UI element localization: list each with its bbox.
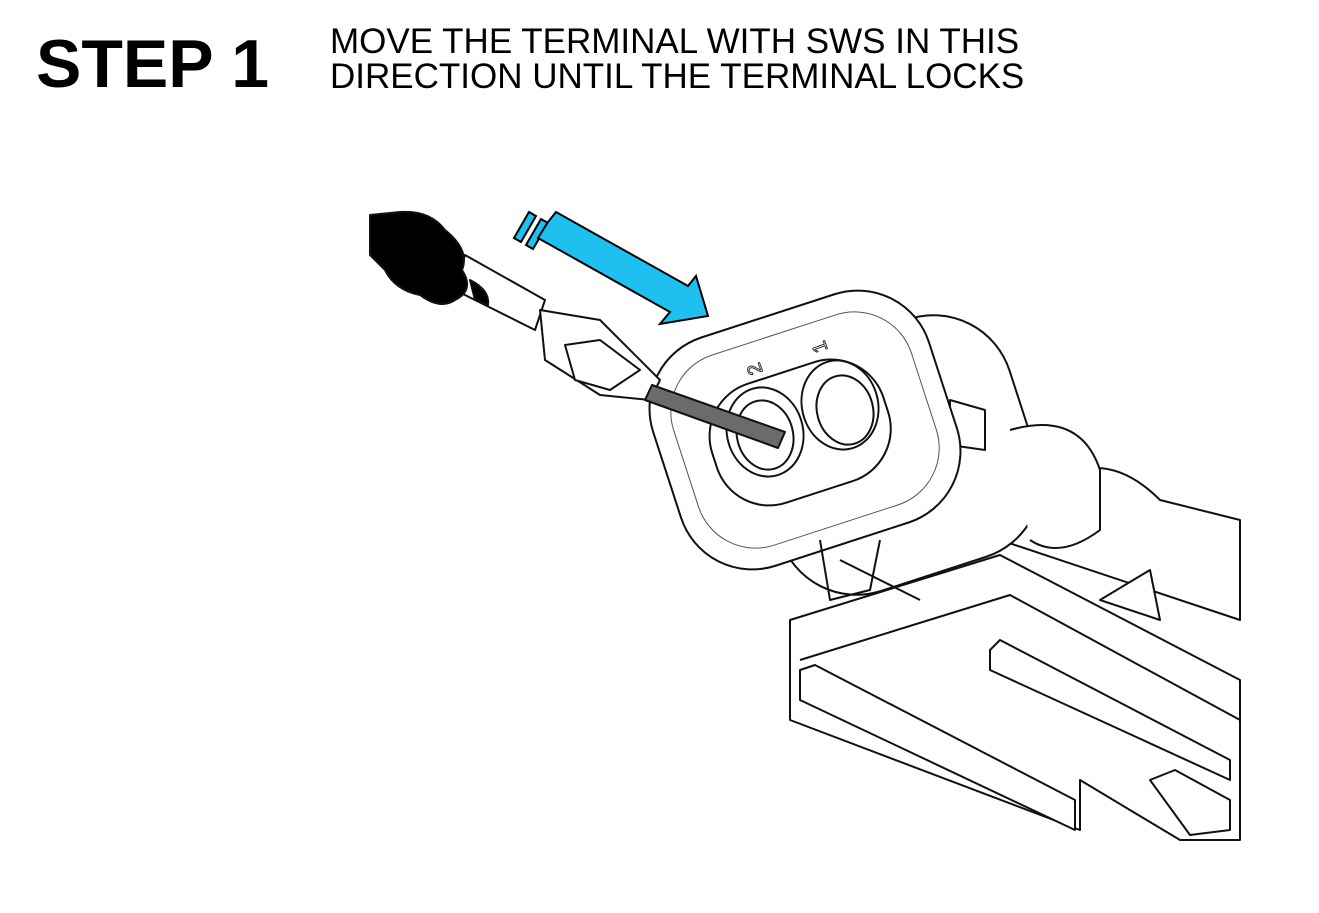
terminal [369,210,786,449]
connector-housing [789,467,1241,841]
instruction-line-1: MOVE THE TERMINAL WITH SWS IN THIS [330,22,1020,61]
instruction-line-2: DIRECTION UNTIL THE TERMINAL LOCKS [330,57,1025,96]
direction-arrow-icon [512,210,710,326]
step-title: STEP 1 [36,26,270,102]
front-seal [648,289,962,601]
wire-insulation [369,210,469,305]
sws-blade [644,384,786,449]
instruction-text: MOVE THE TERMINAL WITH SWS IN THIS DIREC… [330,24,1024,94]
